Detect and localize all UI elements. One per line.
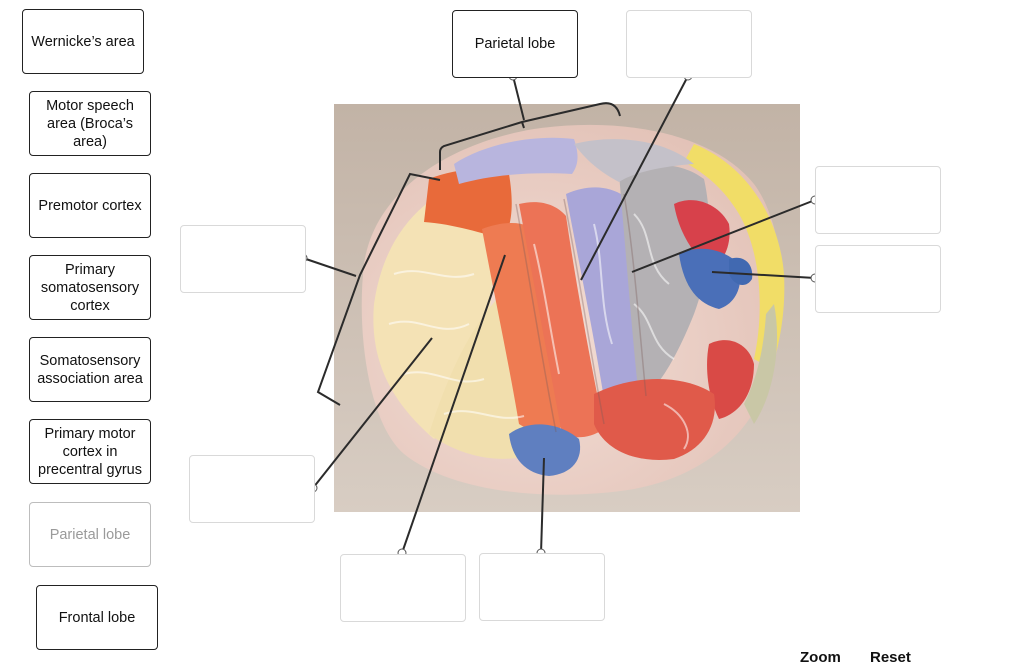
bank-label: Frontal lobe bbox=[58, 609, 136, 626]
bank-label: Somatosensory association area bbox=[37, 352, 143, 387]
drop-target-bottom-left[interactable] bbox=[340, 554, 466, 622]
target-label: Parietal lobe bbox=[474, 36, 556, 52]
bank-label: Parietal lobe bbox=[49, 526, 131, 543]
bank-label: Primary somatosensory cortex bbox=[40, 261, 140, 314]
drop-target-left-upper[interactable] bbox=[180, 225, 306, 293]
bank-label: Motor speech area (Broca’s area) bbox=[46, 97, 134, 150]
bank-label: Premotor cortex bbox=[38, 197, 142, 214]
label-bank-item-frontal-lobe[interactable]: Frontal lobe bbox=[36, 585, 158, 650]
label-bank-item-parietal-lobe[interactable]: Parietal lobe bbox=[29, 502, 151, 567]
drop-target-bottom-right[interactable] bbox=[479, 553, 605, 621]
brain-model-image bbox=[334, 104, 800, 512]
label-bank-item-primary-somatosensory-cortex[interactable]: Primary somatosensory cortex bbox=[29, 255, 151, 320]
bank-label: Primary motor cortex in precentral gyrus bbox=[38, 425, 142, 478]
label-bank-item-premotor-cortex[interactable]: Premotor cortex bbox=[29, 173, 151, 238]
label-bank-item-motor-speech-area[interactable]: Motor speech area (Broca’s area) bbox=[29, 91, 151, 156]
label-bank-item-wernickes-area[interactable]: Wernicke’s area bbox=[22, 9, 144, 74]
bank-label: Wernicke’s area bbox=[31, 33, 135, 50]
drop-target-right-lower[interactable] bbox=[815, 245, 941, 313]
zoom-button[interactable]: Zoom bbox=[800, 649, 841, 666]
reset-button[interactable]: Reset bbox=[870, 649, 911, 666]
drop-target-left-lower[interactable] bbox=[189, 455, 315, 523]
drop-target-right-upper[interactable] bbox=[815, 166, 941, 234]
drop-target-top-left[interactable]: Parietal lobe bbox=[452, 10, 578, 78]
label-bank-item-somatosensory-association-area[interactable]: Somatosensory association area bbox=[29, 337, 151, 402]
label-bank-item-primary-motor-cortex[interactable]: Primary motor cortex in precentral gyrus bbox=[29, 419, 151, 484]
drop-target-top-right[interactable] bbox=[626, 10, 752, 78]
